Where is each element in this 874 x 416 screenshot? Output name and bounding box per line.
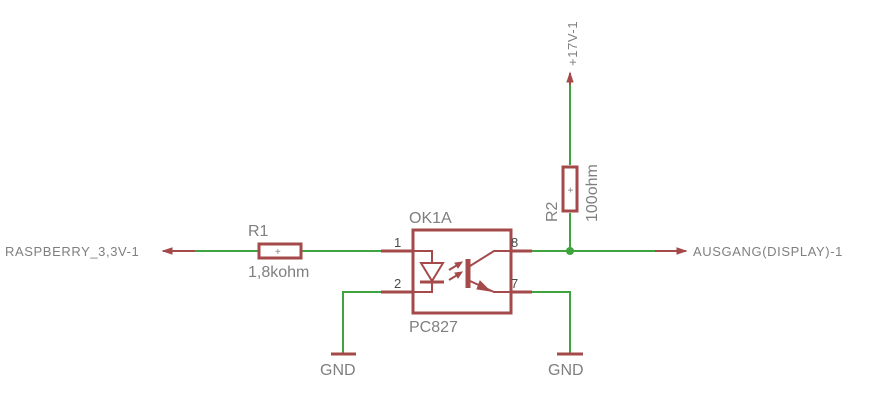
- phototransistor-emitter-arrow: [476, 280, 492, 292]
- junction-dot: [566, 247, 574, 255]
- resistor-r2: [561, 165, 579, 213]
- output-connector: [655, 247, 688, 255]
- resistor-r2-body: [561, 165, 579, 213]
- optocoupler-body: [411, 228, 513, 315]
- opto-part: PC827: [409, 319, 458, 336]
- r1-value: 1,8kohm: [248, 264, 309, 281]
- led-anode-lead: [413, 250, 433, 262]
- opto-pin7-label: 7: [511, 276, 518, 291]
- input-connector-arrow: [161, 247, 173, 255]
- resistor-r1: [257, 242, 303, 260]
- wire-gnd-left: [342, 291, 381, 353]
- supply-connector: [566, 71, 574, 85]
- opto-pin1-label: 1: [394, 235, 401, 250]
- optocoupler-ok1a: [381, 228, 532, 315]
- r2-name: R2: [544, 201, 561, 222]
- phototransistor-emitter: [469, 280, 511, 293]
- supply-connector-arrow: [566, 71, 574, 83]
- r1-plus-mark: +: [275, 247, 281, 258]
- wires: [195, 85, 655, 353]
- opto-pin8-label: 8: [511, 235, 518, 250]
- gnd-left-label: GND: [320, 362, 356, 379]
- wire-gnd-right: [532, 291, 571, 353]
- input-net-label: RASPBERRY_3,3V-1: [5, 244, 139, 259]
- r2-value: 100ohm: [584, 164, 601, 222]
- output-net-label: AUSGANG(DISPLAY)-1: [693, 244, 843, 259]
- resistor-r1-body: [257, 242, 303, 260]
- opto-name: OK1A: [409, 210, 452, 227]
- led-cathode-lead: [413, 282, 433, 293]
- opto-pin2-label: 2: [394, 276, 401, 291]
- r1-name: R1: [248, 223, 269, 240]
- light-emission-arrows: [448, 261, 464, 281]
- input-connector: [161, 247, 195, 255]
- gnd-right-label: GND: [548, 362, 584, 379]
- r2-plus-mark: +: [566, 187, 577, 193]
- output-connector-arrow: [676, 247, 688, 255]
- phototransistor-collector: [469, 250, 511, 267]
- supply-net-label: +17V-1: [565, 21, 580, 66]
- led-triangle: [419, 262, 445, 283]
